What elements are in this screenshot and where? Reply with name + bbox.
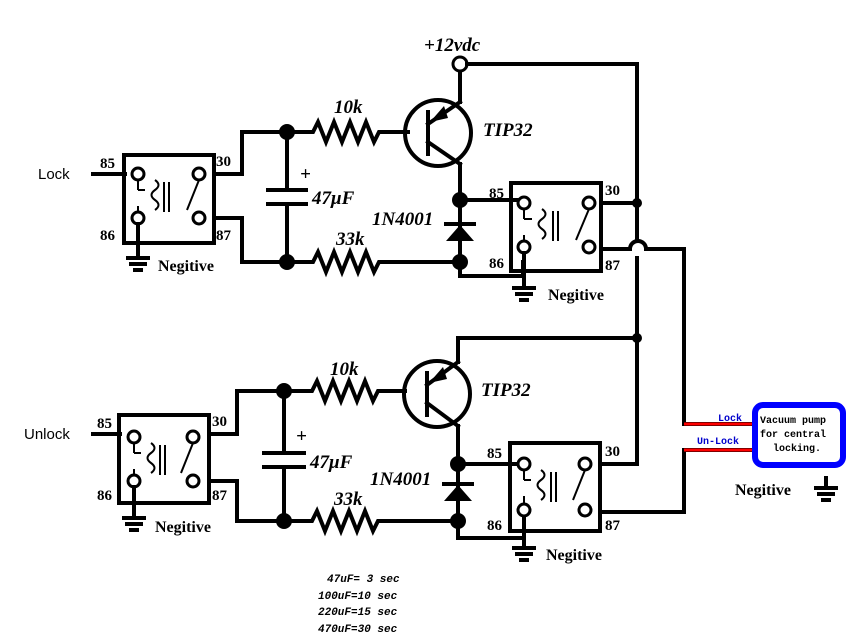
unlock-output-wire <box>598 448 754 514</box>
resistor-10k-1-label: 10k <box>334 97 363 118</box>
supply-terminal <box>451 55 469 73</box>
relay-3-ground-label: Negitive <box>155 519 211 536</box>
ground-symbol-2 <box>512 282 536 302</box>
relay-4-pin-85: 85 <box>487 446 502 462</box>
relay-3-pin-86: 86 <box>97 488 113 504</box>
unlock-wire-label: Un-Lock <box>697 436 739 448</box>
timing-note-1: 47uF= 3 sec <box>327 574 400 586</box>
lock-input-label: Lock <box>38 166 70 183</box>
relay-1-30-wire <box>212 130 289 176</box>
relay-3-pin-85: 85 <box>97 416 112 432</box>
relay-2-ground-label: Negitive <box>548 287 604 304</box>
relay-3-pin-30: 30 <box>212 414 227 430</box>
relay-1-pin-85: 85 <box>100 156 115 172</box>
pump-ground-symbol <box>814 476 838 502</box>
resistor-33k-2 <box>284 505 458 537</box>
ground-symbol-4 <box>512 536 536 562</box>
lock-wire-label: Lock <box>718 413 742 425</box>
supply-rail <box>465 62 639 204</box>
relay-1 <box>122 153 216 245</box>
relay-2-pin-30: 30 <box>605 183 620 199</box>
supply-label: +12vdc <box>424 35 481 56</box>
transistor-2 <box>402 359 472 429</box>
diode-1-label: 1N4001 <box>372 209 433 230</box>
timing-note-4: 470uF=30 sec <box>318 624 398 636</box>
transistor-1 <box>403 98 473 168</box>
unlock-input-label: Unlock <box>24 426 70 443</box>
svg-text:+: + <box>300 164 311 185</box>
relay-4 <box>508 441 602 533</box>
pump-line-3: locking. <box>773 443 821 455</box>
svg-text:+: + <box>296 426 307 447</box>
relay-2 <box>509 181 603 286</box>
ground-symbol-3 <box>122 506 146 532</box>
timing-note-2: 100uF=10 sec <box>318 591 398 603</box>
pump-line-1: Vacuum pump <box>760 416 826 427</box>
relay-1-ground-label: Negitive <box>158 258 214 275</box>
resistor-10k-2 <box>284 375 407 407</box>
diode-1 <box>444 198 476 264</box>
resistor-10k-2-label: 10k <box>330 359 359 380</box>
relay-2-pin-86: 86 <box>489 256 505 272</box>
resistor-33k-2-label: 33k <box>333 489 363 510</box>
relay-4-pin-86: 86 <box>487 518 503 534</box>
timing-notes: 47uF= 3 sec 100uF=10 sec 220uF=15 sec 47… <box>318 574 400 636</box>
diode-2-label: 1N4001 <box>370 469 431 490</box>
relay-1-pin-30: 30 <box>216 154 231 170</box>
relay-1-87-wire <box>212 216 289 264</box>
transistor-2-label: TIP32 <box>481 380 531 401</box>
capacitor-2-label: 47μF <box>309 452 353 473</box>
resistor-10k-1 <box>287 116 410 148</box>
relay-3 <box>117 413 211 510</box>
lock-output-wire <box>599 239 754 426</box>
ground-symbol-1 <box>126 238 150 272</box>
relay-1-pin-86: 86 <box>100 228 116 244</box>
timing-note-3: 220uF=15 sec <box>318 607 398 619</box>
pump-line-2: for central <box>760 429 826 441</box>
relay-2-pin-85: 85 <box>489 186 504 202</box>
resistor-33k-1 <box>287 246 461 278</box>
relay-4-pin-30: 30 <box>605 444 620 460</box>
relay-4-ground-label: Negitive <box>546 547 602 564</box>
relay-4-pin-87: 87 <box>605 518 621 534</box>
diode-2 <box>442 462 474 523</box>
relay-3-pin-87: 87 <box>212 488 228 504</box>
capacitor-1-label: 47μF <box>311 188 355 209</box>
relay-1-pin-87: 87 <box>216 228 232 244</box>
vacuum-pump-box <box>752 402 846 468</box>
resistor-33k-1-label: 33k <box>335 229 365 250</box>
relay-2-pin-87: 87 <box>605 258 621 274</box>
transistor-1-label: TIP32 <box>483 120 533 141</box>
pump-ground-label: Negitive <box>735 482 791 499</box>
